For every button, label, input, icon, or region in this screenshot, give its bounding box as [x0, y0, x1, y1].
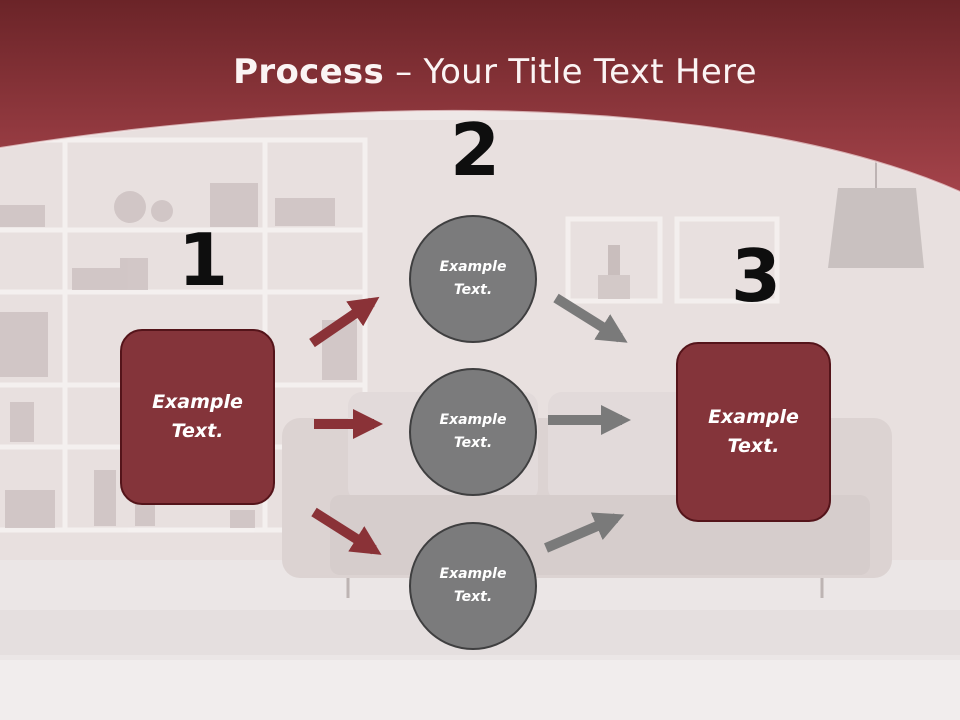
step-number-2: 2 [450, 108, 501, 192]
right-box-line2: Text. [727, 435, 780, 457]
arrow-box-to-circle-3 [311, 507, 382, 555]
title-bold: Process [233, 52, 385, 92]
left-box-line1: Example [152, 391, 243, 413]
circle-top: Example Text. [409, 215, 537, 343]
circle-middle: Example Text. [409, 368, 537, 496]
circle-middle-line2: Text. [453, 435, 493, 451]
step-number-3: 3 [731, 234, 782, 318]
circle-bottom-line2: Text. [453, 589, 493, 605]
left-box-line2: Text. [171, 420, 224, 442]
right-step-box: Example Text. [676, 342, 831, 522]
slide-title: Process – Your Title Text Here [0, 52, 960, 92]
circle-middle-line1: Example [439, 412, 507, 428]
arrow-circle-1-to-box [553, 293, 628, 343]
left-step-box: Example Text. [120, 329, 275, 505]
circle-top-line2: Text. [453, 282, 493, 298]
title-rest: – Your Title Text Here [384, 52, 757, 92]
circle-bottom-line1: Example [439, 566, 507, 582]
right-box-line1: Example [708, 406, 799, 428]
circle-bottom: Example Text. [409, 522, 537, 650]
circle-top-line1: Example [439, 259, 507, 275]
arrow-box-to-circle-1 [309, 296, 380, 348]
step-number-1: 1 [178, 218, 229, 302]
arrow-circle-3-to-box [544, 512, 625, 553]
